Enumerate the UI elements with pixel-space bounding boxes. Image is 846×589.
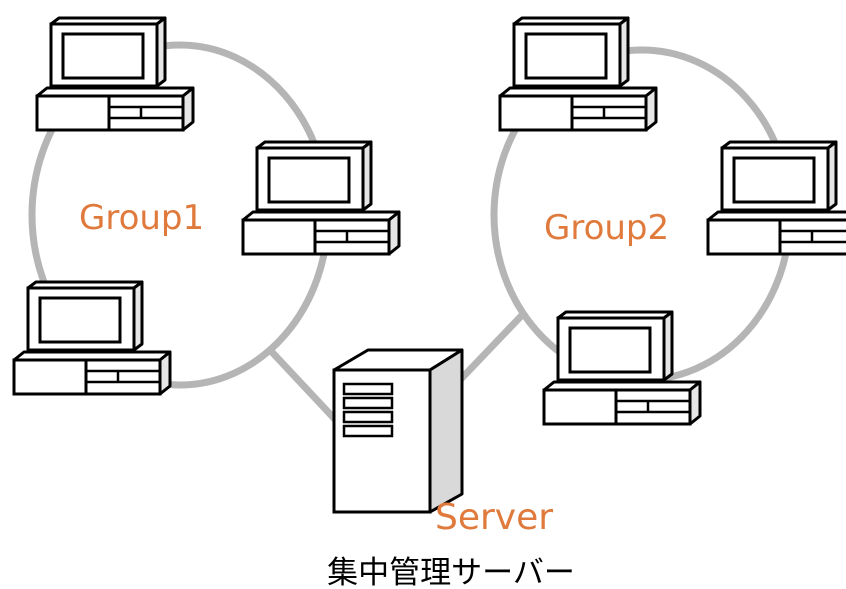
desktop-computer-icon: [706, 140, 846, 256]
server-label: Server: [435, 497, 553, 538]
desktop-computer-icon: [35, 16, 195, 132]
desktop-computer-icon: [12, 280, 172, 396]
desktop-computer-icon: [241, 140, 401, 256]
group2-server-link: [457, 309, 528, 383]
diagram-caption: 集中管理サーバー: [327, 555, 575, 589]
group2-label: Group2: [544, 208, 669, 248]
server-tower-icon: [332, 348, 464, 514]
desktop-computer-icon: [498, 16, 658, 132]
desktop-computer-icon: [542, 310, 702, 426]
group1-label: Group1: [79, 198, 204, 238]
